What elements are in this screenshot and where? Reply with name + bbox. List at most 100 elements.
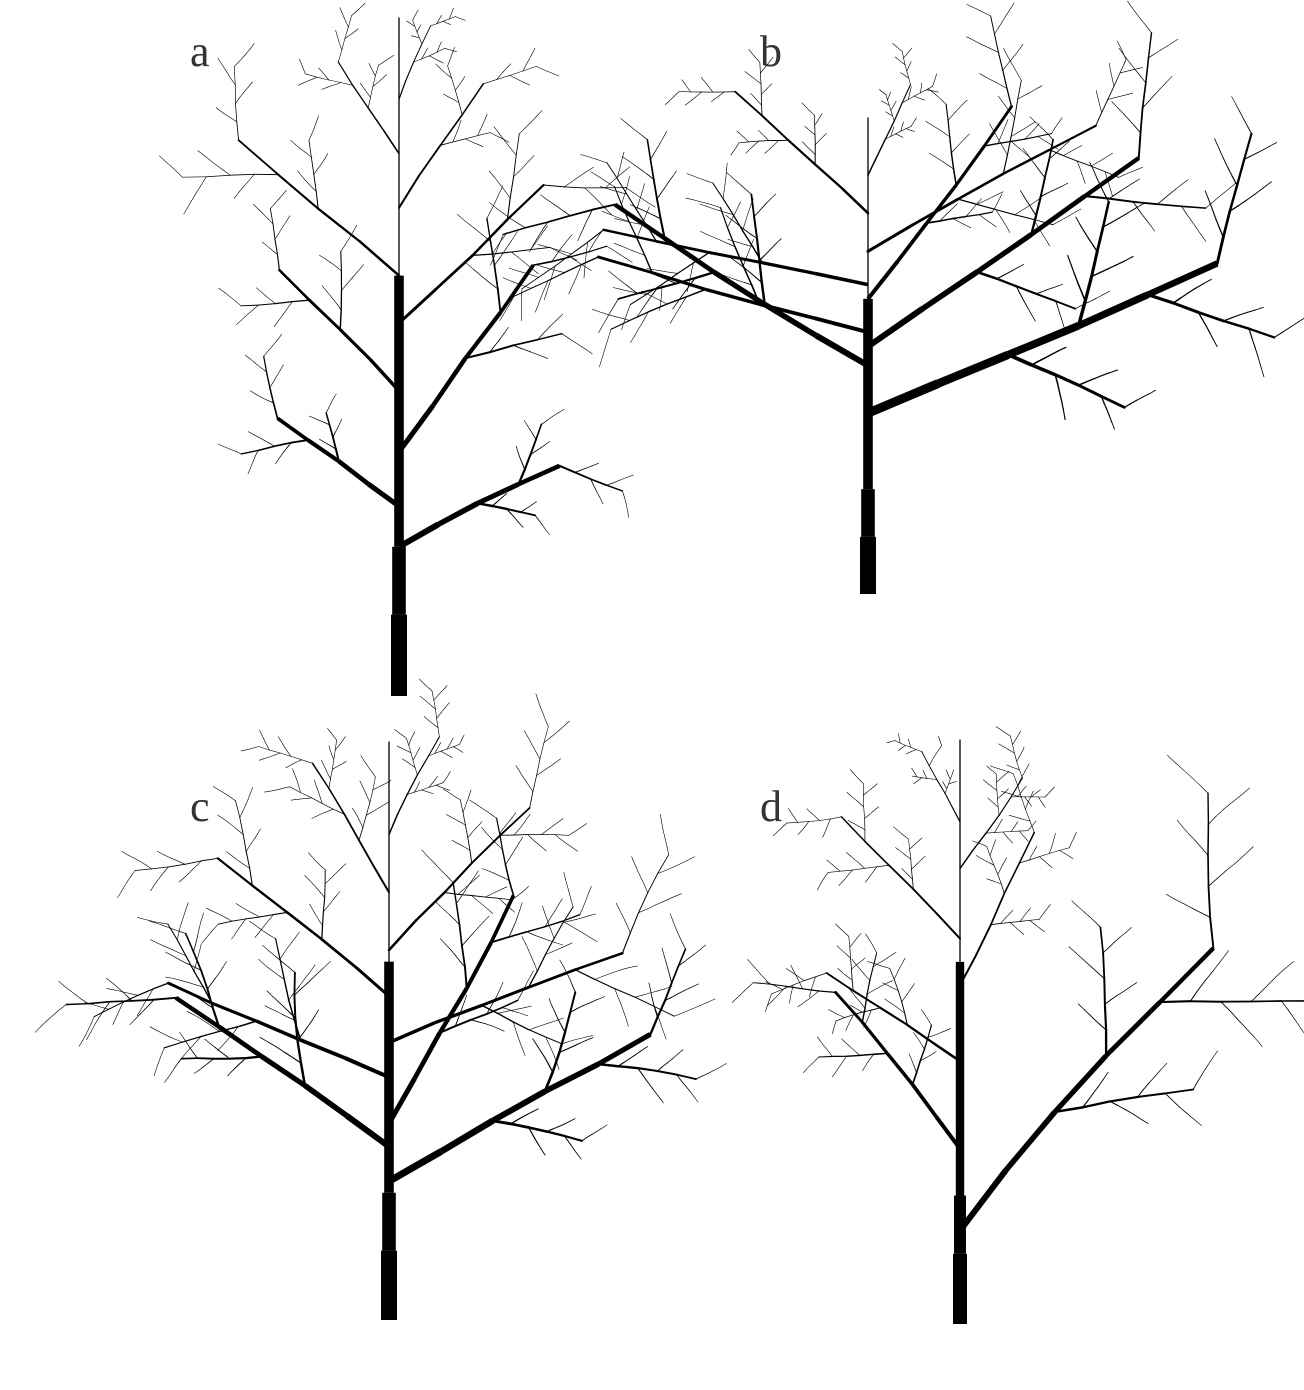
twig: [488, 871, 494, 873]
twig: [511, 513, 515, 518]
twig: [292, 937, 296, 942]
twig: [1011, 841, 1013, 843]
twig: [641, 318, 645, 324]
twig: [990, 766, 995, 768]
twig: [687, 174, 692, 176]
twig: [809, 1063, 812, 1066]
twig: [286, 766, 289, 768]
twig: [1074, 274, 1078, 283]
twig: [680, 302, 683, 307]
twig: [626, 504, 627, 511]
twig: [979, 199, 982, 203]
branch: [877, 139, 886, 157]
twig: [168, 857, 174, 859]
branch: [622, 933, 630, 953]
twig: [498, 875, 503, 878]
twig: [835, 867, 838, 869]
twig: [531, 742, 534, 748]
twig: [618, 996, 621, 1003]
twig: [988, 768, 990, 770]
branch: [1085, 277, 1091, 302]
twig: [923, 770, 924, 772]
twig: [379, 63, 383, 65]
twig: [991, 786, 994, 788]
twig: [556, 904, 559, 910]
twig: [325, 811, 329, 813]
branch: [762, 263, 815, 274]
branch: [322, 926, 323, 940]
twig: [513, 813, 516, 817]
twig: [479, 145, 483, 147]
twig: [321, 893, 325, 898]
twig: [245, 749, 249, 750]
twig: [628, 511, 629, 518]
twig: [442, 709, 445, 712]
twig: [726, 172, 731, 176]
branch: [341, 251, 342, 271]
twig: [881, 101, 883, 102]
twig: [854, 798, 857, 801]
twig: [641, 198, 648, 203]
twig: [752, 964, 756, 969]
twig: [486, 811, 491, 815]
twig: [979, 43, 985, 46]
twig: [532, 268, 539, 273]
twig: [177, 932, 179, 940]
twig: [943, 781, 944, 783]
twig: [156, 1030, 162, 1033]
branch: [886, 95, 888, 100]
twig: [1032, 160, 1036, 166]
twig: [738, 202, 741, 207]
twig: [909, 64, 910, 66]
twig: [279, 228, 283, 234]
twig: [310, 904, 313, 908]
twig: [222, 1041, 226, 1046]
branch: [575, 970, 595, 980]
twig: [849, 1021, 851, 1024]
twig: [380, 784, 384, 786]
branch: [329, 779, 331, 789]
twig: [868, 961, 872, 962]
twig: [736, 181, 741, 186]
twig: [1246, 1028, 1254, 1037]
twig: [536, 694, 538, 701]
twig: [236, 320, 241, 325]
twig: [1090, 966, 1097, 972]
twig: [470, 831, 473, 834]
twig: [357, 816, 359, 820]
twig: [1221, 951, 1229, 961]
twig: [1005, 915, 1008, 918]
twig: [756, 969, 760, 974]
branch: [862, 1008, 865, 1022]
branch: [853, 868, 865, 870]
branch: [1036, 294, 1056, 301]
twig: [525, 83, 530, 85]
twig: [704, 80, 706, 83]
twig: [903, 958, 905, 962]
twig: [1096, 295, 1103, 299]
twig: [564, 1122, 570, 1125]
twig: [1110, 186, 1112, 191]
branch: [436, 255, 473, 289]
twig: [452, 840, 456, 842]
twig: [1127, 183, 1133, 187]
twig: [1247, 310, 1255, 312]
twig: [1094, 376, 1102, 379]
twig: [1138, 167, 1143, 169]
twig: [851, 822, 854, 824]
branch: [462, 84, 483, 115]
branch: [880, 1008, 907, 1025]
twig: [1016, 736, 1018, 739]
twig: [630, 337, 634, 343]
twig: [587, 466, 593, 468]
branch: [1020, 920, 1030, 921]
twig: [574, 277, 577, 283]
branch: [1003, 832, 1011, 833]
twig: [187, 1011, 194, 1015]
twig: [192, 1042, 197, 1047]
branch: [1105, 1004, 1106, 1030]
twig: [504, 327, 509, 333]
twig: [519, 166, 524, 171]
twig: [202, 939, 205, 943]
twig: [196, 960, 197, 966]
